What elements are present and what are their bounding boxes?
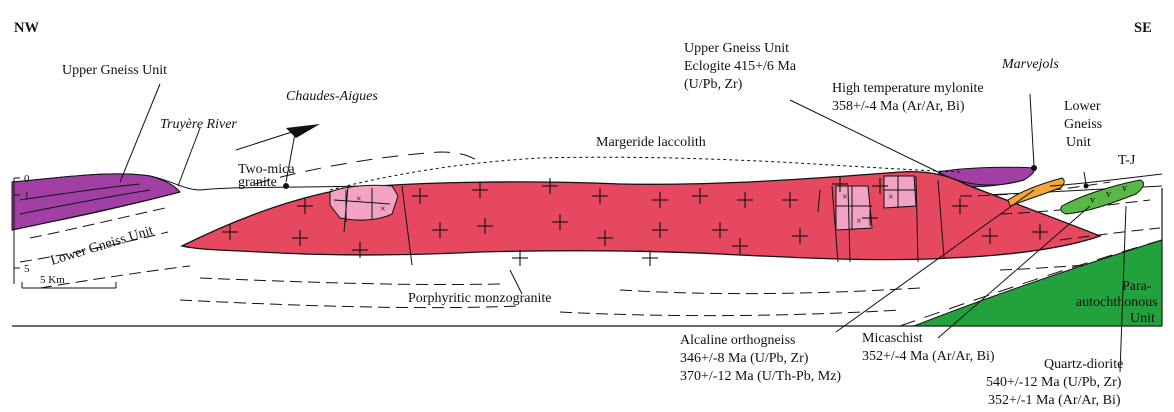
label-mylonite-2: 358+/-4 Ma (Ar/Ar, Bi) [832,99,965,114]
label-lower-gneiss-right-1: Lower [1064,99,1101,114]
label-alcaline-3: 370+/-12 Ma (U/Th-Pb, Mz) [680,369,841,384]
label-tj: T-J [1118,153,1136,168]
svg-text:v: v [1106,189,1111,200]
label-alcaline-2: 346+/-8 Ma (U/Pb, Zr) [680,351,809,366]
fault-arrow-shaft [236,130,298,150]
svg-text:×: × [380,204,386,215]
scale-bar-label: 5 Km [40,274,65,286]
label-upper-gneiss-left: Upper Gneiss Unit [62,63,167,78]
scale-tick-1: 1 [24,190,30,202]
fault-arrow-head [286,124,320,138]
label-micaschist-2: 352+/-4 Ma (Ar/Ar, Bi) [862,349,995,364]
svg-text:×: × [842,192,848,203]
nw-label: NW [14,20,39,36]
scale-tick-0: 0 [24,173,30,185]
two-mica-granite-east-1: × × [836,186,872,230]
label-margeride: Margeride laccolith [596,135,706,150]
label-para-2: autochthonous [1076,295,1158,310]
label-marvejols: Marvejols [1001,57,1059,72]
label-two-mica-2: granite [238,175,277,190]
label-porphyritic: Porphyritic monzogranite [408,291,551,306]
two-mica-granite-east-2: × [884,176,916,208]
svg-text:×: × [356,194,362,205]
upper-gneiss-left-body [12,174,180,230]
label-para-3: Unit [1130,311,1155,326]
svg-text:v: v [1090,195,1095,206]
label-quartz-1: Quartz-diorite [1044,357,1123,372]
svg-text:×: × [856,216,862,227]
label-truyere-river: Truyère River [160,117,237,132]
label-quartz-2: 540+/-12 Ma (U/Pb, Zr) [986,375,1122,390]
scale-tick-5: 5 [24,263,30,275]
label-upper-gneiss-right-3: (U/Pb, Zr) [684,77,743,92]
se-label: SE [1134,20,1152,36]
label-lower-gneiss-right-2: Gneiss [1064,117,1102,132]
label-lower-gneiss-right-3: Unit [1066,135,1091,150]
label-alcaline-1: Alcaline orthogneiss [680,333,795,348]
tj-cover-line [1050,174,1162,186]
label-chaudes-aigues: Chaudes-Aigues [286,89,378,104]
label-micaschist-1: Micaschist [862,331,923,346]
svg-text:×: × [888,192,894,203]
label-upper-gneiss-right-1: Upper Gneiss Unit [684,41,789,56]
quartz-diorite-lens [1061,180,1144,214]
label-mylonite-1: High temperature mylonite [832,81,984,96]
label-para-1: Para- [1122,279,1152,294]
label-lower-gneiss-left: Lower Gneiss Unit [49,223,155,269]
label-upper-gneiss-right-2: Eclogite 415+/6 Ma [684,59,797,74]
label-quartz-3: 352+/-1 Ma (Ar/Ar, Bi) [988,393,1121,408]
svg-text:v: v [1122,183,1127,194]
monzogranite-body [182,172,1100,260]
